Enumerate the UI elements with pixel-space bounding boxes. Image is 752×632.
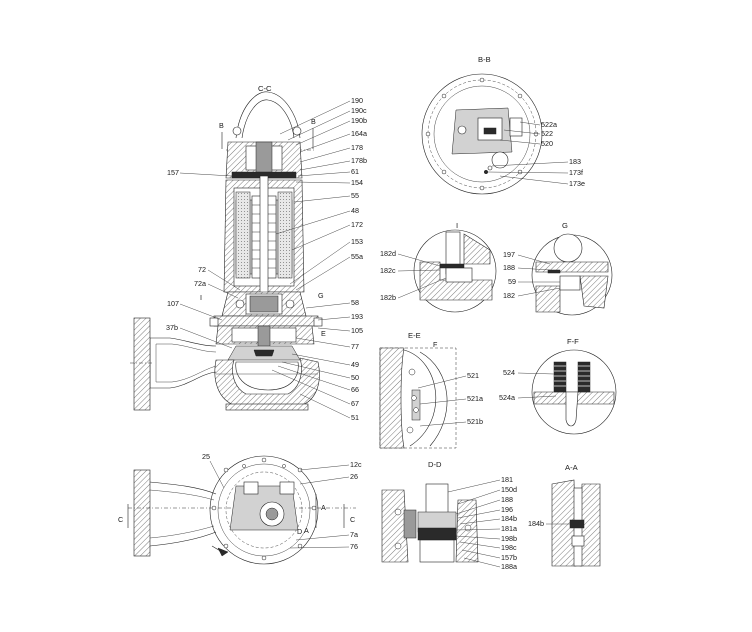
section-d-d: D-D 181 150d 188 196 184b 181a 198b 198 (381, 460, 517, 571)
label-182b: 182b (380, 293, 396, 302)
section-title-f-f: F-F (567, 337, 579, 346)
detail-i: I 182d 182c 182b (380, 221, 497, 313)
label-188a: 188a (501, 562, 517, 571)
plan-view: C C A A D 25 12c 26 7a (118, 452, 362, 565)
label-55: 55 (351, 191, 359, 200)
label-26: 26 (350, 472, 358, 481)
label-188: 188 (501, 495, 513, 504)
label-37b: 37b (166, 323, 178, 332)
label-51: 51 (351, 413, 359, 422)
label-49: 49 (351, 360, 359, 369)
label-524: 524 (503, 368, 515, 377)
label-76: 76 (350, 542, 358, 551)
label-524a: 524a (499, 393, 515, 402)
label-188: 188 (503, 263, 515, 272)
section-title-d-d: D-D (428, 460, 442, 469)
label-196: 196 (501, 505, 513, 514)
section-c-c: C-C B B (130, 84, 367, 422)
label-12c: 12c (350, 460, 362, 469)
label-67: 67 (351, 399, 359, 408)
cut-mark-i: I (200, 293, 202, 302)
label-520: 520 (541, 139, 553, 148)
callouts-d-d: 181 150d 188 196 184b 181a 198b 198c 157… (447, 475, 517, 571)
section-title-i: I (456, 221, 458, 230)
section-title-e-e: E-E (408, 331, 421, 340)
label-181: 181 (501, 475, 513, 484)
label-154: 154 (351, 178, 363, 187)
label-58: 58 (351, 298, 359, 307)
section-e-e: E-E F 521 521a 521b (379, 331, 483, 449)
label-190: 190 (351, 96, 363, 105)
cut-mark-b-right: B (311, 117, 316, 126)
cut-mark-c-left: C (118, 515, 123, 524)
label-172: 172 (351, 220, 363, 229)
label-150d: 150d (501, 485, 517, 494)
label-66: 66 (351, 385, 359, 394)
label-198c: 198c (501, 543, 517, 552)
label-190c: 190c (351, 106, 367, 115)
label-173f: 173f (569, 168, 583, 177)
label-522: 522 (541, 129, 553, 138)
label-522a: 522a (541, 120, 557, 129)
label-182: 182 (503, 291, 515, 300)
label-164a: 164a (351, 129, 367, 138)
label-aa-184b: 184b (528, 519, 544, 528)
label-181a: 181a (501, 524, 517, 533)
cut-mark-c-right: C (350, 515, 355, 524)
label-7a: 7a (350, 530, 358, 539)
section-title-g: G (562, 221, 568, 230)
label-25: 25 (202, 452, 210, 461)
label-178: 178 (351, 143, 363, 152)
cut-mark-e: E (321, 329, 326, 338)
cut-mark-a-right: A (321, 503, 326, 512)
label-50: 50 (351, 373, 359, 382)
cut-mark-f: F (433, 340, 438, 349)
label-182d: 182d (380, 249, 396, 258)
label-184b: 184b (501, 514, 517, 523)
label-197: 197 (503, 250, 515, 259)
label-193: 193 (351, 312, 363, 321)
label-173e: 173e (569, 179, 585, 188)
section-a-a: A-A 184b (528, 463, 601, 567)
label-198b: 198b (501, 534, 517, 543)
label-157b: 157b (501, 553, 517, 562)
callouts-c-c-right: 190 190c 190b 164a 178 178b 61 154 55 48… (271, 96, 367, 422)
label-182c: 182c (380, 266, 396, 275)
label-190b: 190b (351, 116, 367, 125)
label-55a: 55a (351, 252, 363, 261)
label-153: 153 (351, 237, 363, 246)
section-title-b-b: B-B (478, 55, 491, 64)
cut-mark-g: G (318, 291, 324, 300)
label-72: 72 (198, 265, 206, 274)
label-183: 183 (569, 157, 581, 166)
label-77: 77 (351, 342, 359, 351)
section-title-c-c: C-C (258, 84, 272, 93)
cut-mark-d: D (297, 527, 302, 536)
label-72a: 72a (194, 279, 206, 288)
label-48: 48 (351, 206, 359, 215)
section-f-f: F-F 524 524a (499, 337, 617, 435)
section-b-b: B-B 522a 522 520 183 173f (421, 55, 585, 195)
section-title-a-a: A-A (565, 463, 579, 472)
detail-g: G 197 188 59 182 (503, 221, 613, 316)
label-105: 105 (351, 326, 363, 335)
cut-mark-b-left: B (219, 121, 224, 130)
label-521b: 521b (467, 417, 483, 426)
cut-mark-a-left: A (304, 526, 309, 535)
label-521a: 521a (467, 394, 483, 403)
label-61: 61 (351, 167, 359, 176)
label-157: 157 (167, 168, 179, 177)
label-107: 107 (167, 299, 179, 308)
label-178b: 178b (351, 156, 367, 165)
label-59: 59 (508, 277, 516, 286)
label-521: 521 (467, 371, 479, 380)
